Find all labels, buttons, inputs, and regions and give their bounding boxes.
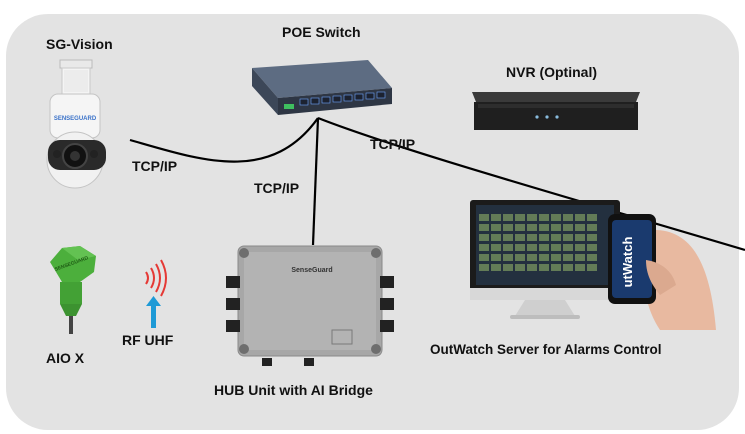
hub-unit-device: SenseGuard — [226, 245, 394, 366]
tcp-ip-label-hub: TCP/IP — [254, 180, 300, 196]
nvr-device — [472, 92, 640, 130]
outwatch-server-label: OutWatch Server for Alarms Control — [430, 342, 662, 357]
tcp-ip-label-server: TCP/IP — [370, 136, 416, 152]
camera-brand-text: SENSEGUARD — [54, 116, 97, 122]
hub-unit-label: HUB Unit with AI Bridge — [214, 382, 373, 398]
camera-device: SENSEGUARD — [46, 59, 106, 189]
phone-device: utWatch — [608, 214, 716, 330]
rf-up-arrow-icon — [146, 296, 161, 328]
nvr-label: NVR (Optinal) — [506, 64, 597, 80]
sg-vision-label: SG-Vision — [46, 36, 113, 52]
aio-x-label: AIO X — [46, 350, 85, 366]
camera-switch-line — [129, 117, 319, 163]
monitor-device — [470, 200, 620, 319]
switch-hub-line — [311, 117, 320, 246]
switch-server-line — [317, 116, 745, 252]
phone-app-text: utWatch — [620, 237, 635, 288]
tcp-ip-label-camera: TCP/IP — [132, 158, 178, 174]
aio-x-device: SENSEGUARD — [50, 246, 96, 334]
rf-signal-icon — [145, 259, 167, 297]
hub-brand-text: SenseGuard — [291, 267, 332, 274]
poe-switch-label: POE Switch — [282, 24, 361, 40]
poe-switch-device — [252, 60, 392, 115]
rf-uhf-label: RF UHF — [122, 332, 174, 348]
